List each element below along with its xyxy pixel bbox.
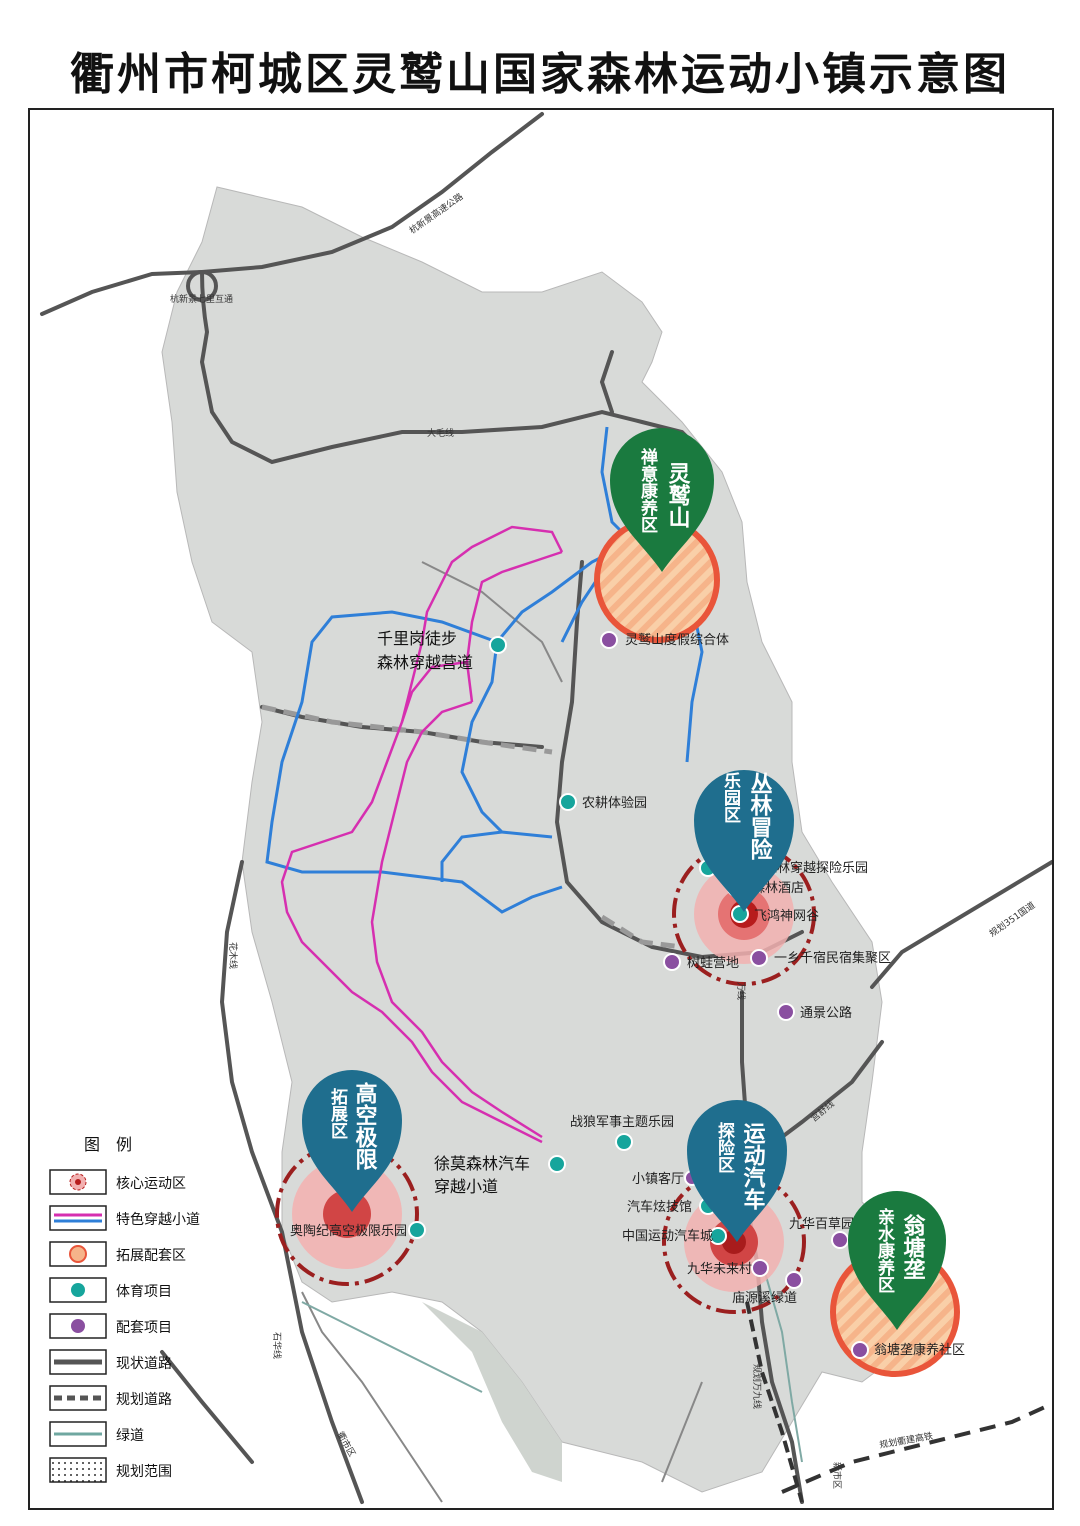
qianligang-label-2: 森林穿越营道 xyxy=(377,653,473,672)
planning-area xyxy=(161,186,923,1493)
conglin-pin-title: 丛林冒险 xyxy=(747,772,773,860)
qianligang-label-1: 千里岗徒步 xyxy=(377,629,457,648)
shuwa-dot[interactable] xyxy=(663,953,681,971)
sport-points xyxy=(408,636,749,1245)
legend-title: 图 例 xyxy=(84,1135,132,1154)
magenta-trails xyxy=(280,525,564,1144)
miaoyuan-label: 庙源溪绿道 xyxy=(732,1291,797,1306)
yixiang-label: 一乡千宿民宿集聚区 xyxy=(774,950,891,966)
legend-core: 核心运动区 xyxy=(116,1176,186,1192)
wengtang-comm-label: 翁塘垄康养社区 xyxy=(874,1342,965,1358)
place-labels: 千里岗徒步 森林穿越营道 农耕体验园 灵鹫山度假综合体 森林穿越探险乐园 森林酒… xyxy=(290,629,965,1358)
legend-support: 配套项目 xyxy=(116,1320,172,1336)
gaokong-pin-title: 高空极限 xyxy=(352,1081,378,1171)
zhongguo-qiche-dot[interactable] xyxy=(709,1227,727,1245)
conglin-pin[interactable]: 丛林冒险 乐园区 xyxy=(693,769,794,912)
gaokong-pin[interactable]: 高空极限 拓展区 xyxy=(302,1070,402,1212)
legend-road-plan: 规划道路 xyxy=(116,1392,172,1408)
huamu-label: 花木线 xyxy=(227,942,239,969)
xinshi-label: 新市区 xyxy=(831,1462,843,1489)
yundong-pin-title: 运动汽车 xyxy=(740,1122,766,1210)
xumo-dot[interactable] xyxy=(548,1155,566,1173)
legend-road-now: 现状道路 xyxy=(116,1356,172,1372)
wengtang-pin-sub: 亲水康养区 xyxy=(874,1207,896,1293)
aotaoji-dot[interactable] xyxy=(408,1221,426,1239)
shijiuhua-label: 石华线 xyxy=(271,1332,283,1359)
zhanlang-dot[interactable] xyxy=(615,1133,633,1151)
qiche-xuanji-label: 汽车炫技馆 xyxy=(627,1199,692,1215)
lingjiu-pin-title: 灵鹫山 xyxy=(665,462,691,528)
legend-boundary: 规划范围 xyxy=(116,1463,172,1480)
legend-sport: 体育项目 xyxy=(116,1284,172,1300)
aotaoji-label: 奥陶纪高空极限乐园 xyxy=(290,1223,407,1239)
hangxinjing-ic-label: 杭新景七里互通 xyxy=(170,293,233,305)
yundong-pin[interactable]: 运动汽车 探险区 xyxy=(687,1100,787,1242)
conglin-pin-sub: 乐园区 xyxy=(720,772,741,823)
senlin-park-label: 森林穿越探险乐园 xyxy=(764,860,868,876)
legend-expansion: 拓展配套区 xyxy=(116,1248,186,1264)
zhanlang-label: 战狼军事主题乐园 xyxy=(570,1115,674,1130)
jiuhua-weilai-label: 九华未来村 xyxy=(687,1262,752,1277)
wanxian-label: 万线 xyxy=(735,982,747,1000)
gaokong-pin-sub: 拓展区 xyxy=(327,1088,348,1139)
legend: 图 例 核心运动区 特色穿越小道 拓展配套区 体育项目 配套项目 现状道路 规划… xyxy=(49,1135,200,1483)
lingjiu-resort-label: 灵鹫山度假综合体 xyxy=(625,632,729,648)
wengtang-comm-dot[interactable] xyxy=(851,1341,869,1359)
shuwa-label: 树蛙营地 xyxy=(687,956,739,971)
yixiang-dot[interactable] xyxy=(750,949,768,967)
xiaozhen-label: 小镇客厅 xyxy=(632,1171,684,1187)
quanshi-label: 衢市区 xyxy=(334,1430,358,1459)
map-frame: 千里岗徒步 森林穿越营道 农耕体验园 灵鹫山度假综合体 森林穿越探险乐园 森林酒… xyxy=(28,108,1054,1510)
tongjing-label: 通景公路 xyxy=(800,1005,852,1021)
yundong-pin-sub: 探险区 xyxy=(714,1121,735,1173)
lingjiu-resort-dot[interactable] xyxy=(600,631,618,649)
legend-trail: 特色穿越小道 xyxy=(116,1211,200,1228)
map-title: 衢州市柯城区灵鹫山国家森林运动小镇示意图 xyxy=(70,49,1010,100)
damao-label: 大毛线 xyxy=(427,427,454,439)
qianligang-dot[interactable] xyxy=(489,636,507,654)
support-points xyxy=(600,631,869,1359)
jiuhua-baicao-label: 九华百草园 xyxy=(789,1217,854,1232)
miaoyuan-dot[interactable] xyxy=(785,1271,803,1289)
xumo-label-1: 徐莫森林汽车 xyxy=(434,1154,530,1173)
wengtang-pin-title: 翁塘垄 xyxy=(900,1213,926,1280)
wengtang-pin[interactable]: 翁塘垄 亲水康养区 xyxy=(848,1191,946,1330)
guihua-351-label: 规划351国道 xyxy=(987,899,1037,939)
tongjing-dot[interactable] xyxy=(777,1003,795,1021)
jiuhua-weilai-dot[interactable] xyxy=(751,1259,769,1277)
legend-greenway: 绿道 xyxy=(116,1428,144,1444)
feihong-label: 飞鸿神网谷 xyxy=(754,908,819,924)
nonggeng-dot[interactable] xyxy=(559,793,577,811)
jiuhua-baicao-dot[interactable] xyxy=(831,1231,849,1249)
nonggeng-label: 农耕体验园 xyxy=(582,795,647,811)
xumo-label-2: 穿越小道 xyxy=(434,1177,498,1196)
lingjiu-pin-sub: 禅意康养区 xyxy=(637,447,659,533)
map-canvas: 千里岗徒步 森林穿越营道 农耕体验园 灵鹫山度假综合体 森林穿越探险乐园 森林酒… xyxy=(40,112,1052,1504)
guihua-wanjiu-label: 规划万九线 xyxy=(751,1364,763,1409)
zhongguo-qiche-label: 中国运动汽车城 xyxy=(622,1228,713,1244)
lingjiu-pin[interactable]: 灵鹫山 禅意康养区 xyxy=(610,428,714,572)
